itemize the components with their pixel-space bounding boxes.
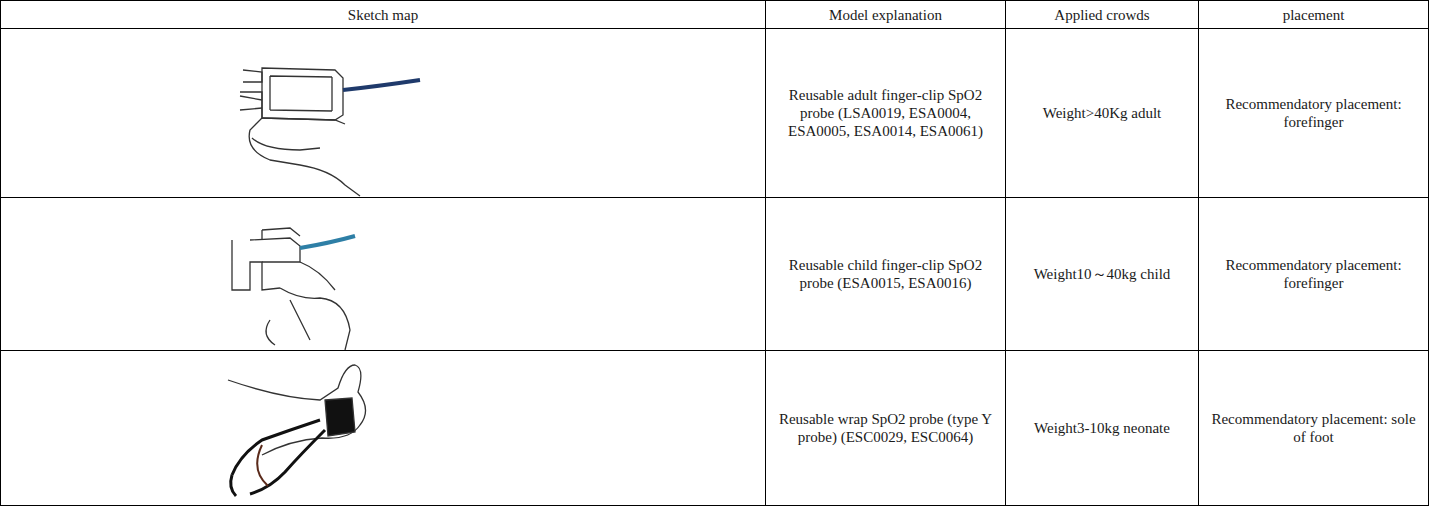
cell-text: Weight10～40kg child <box>1034 265 1171 283</box>
table-cell: Reusable child finger-clip SpO2 probe (E… <box>766 198 1005 350</box>
cell-text: Reusable wrap SpO2 probe (type Y probe) … <box>774 410 997 446</box>
table-cell: Recommendatory placement: sole of foot <box>1199 351 1428 505</box>
wrap-y-probe-sketch <box>228 365 366 496</box>
column-heading: Applied crowds <box>1054 6 1149 24</box>
table-rule <box>765 0 766 506</box>
table-rule <box>0 505 1429 506</box>
table-rule <box>0 197 1429 198</box>
header-cell: Model explanation <box>766 1 1005 28</box>
table-rule <box>0 350 1429 351</box>
cell-text: Reusable adult finger-clip SpO2 probe (L… <box>774 86 997 140</box>
cell-text: Reusable child finger-clip SpO2 probe (E… <box>774 256 997 292</box>
table-cell: Weight3-10kg neonate <box>1006 351 1198 505</box>
table-rule <box>1005 0 1006 506</box>
cell-text: Recommendatory placement: forefinger <box>1207 95 1420 131</box>
table-rule <box>1198 0 1199 506</box>
table-rule <box>0 0 1429 1</box>
column-heading: Model explanation <box>829 6 942 24</box>
table-cell: Weight10～40kg child <box>1006 198 1198 350</box>
table-rule <box>0 0 1 506</box>
table-cell: Recommendatory placement: forefinger <box>1199 29 1428 197</box>
cell-text: Recommendatory placement: forefinger <box>1207 256 1420 292</box>
cell-text: Weight3-10kg neonate <box>1034 419 1170 437</box>
table-rule <box>0 28 1429 29</box>
table-rule <box>1428 0 1429 506</box>
cell-text: Weight>40Kg adult <box>1043 104 1161 122</box>
table-cell: Reusable wrap SpO2 probe (type Y probe) … <box>766 351 1005 505</box>
child-finger-clip-sketch <box>232 228 355 350</box>
column-heading: placement <box>1283 6 1345 24</box>
header-cell: Sketch map <box>1 1 765 28</box>
cell-text: Recommendatory placement: sole of foot <box>1207 410 1420 446</box>
header-cell: placement <box>1199 1 1428 28</box>
table-cell: Weight>40Kg adult <box>1006 29 1198 197</box>
column-heading: Sketch map <box>348 6 418 24</box>
header-cell: Applied crowds <box>1006 1 1198 28</box>
table-cell: Recommendatory placement: forefinger <box>1199 198 1428 350</box>
table-cell: Reusable adult finger-clip SpO2 probe (L… <box>766 29 1005 197</box>
adult-finger-clip-sketch <box>240 68 420 196</box>
